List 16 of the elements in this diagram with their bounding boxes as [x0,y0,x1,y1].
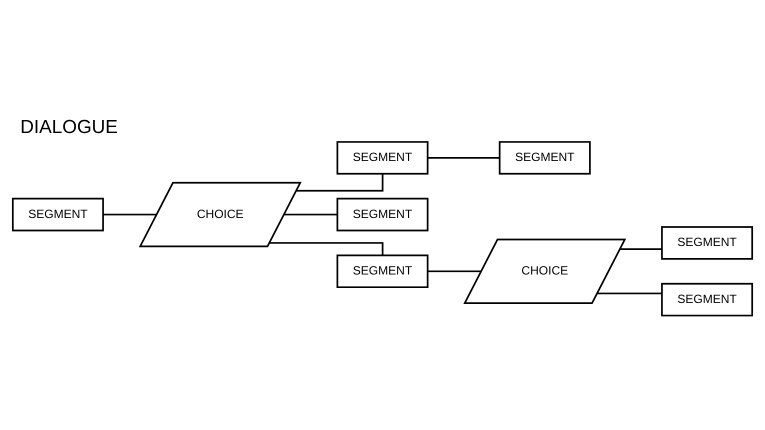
connector [284,214,338,216]
connector [269,242,384,256]
diagram-title: DIALOGUE [20,117,118,138]
connector [428,156,500,159]
connector [597,292,662,294]
node-box: SEGMENT [336,198,428,232]
node-box: SEGMENT [336,254,428,288]
node-box: SEGMENT [661,226,754,260]
node-box: SEGMENT [12,198,104,232]
node-box: SEGMENT [498,141,591,175]
node-box: SEGMENT [336,141,428,175]
connector [296,174,384,192]
connector [428,270,482,272]
connector [103,214,156,216]
node-box: SEGMENT [661,282,754,316]
connector [620,248,662,250]
